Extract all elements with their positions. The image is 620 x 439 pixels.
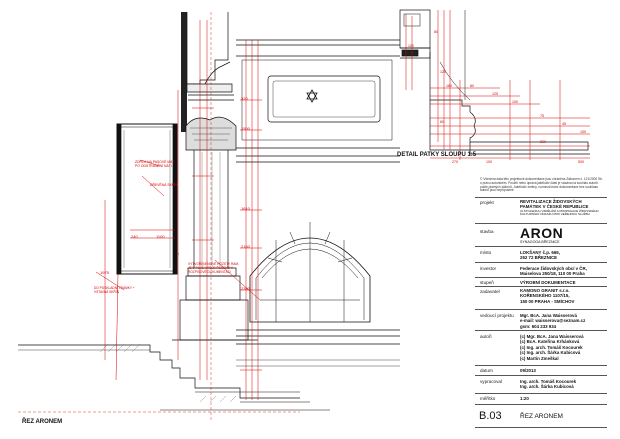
aron-logo-text: ARON <box>520 225 564 241</box>
val-misto: LOKŠANY č.p. 665, 262 72 BŘEZNICE <box>520 250 560 261</box>
floor-note: DO POSKLADNÍ TRÁMKY + VSTAVNÁ SKŘÍŇ <box>94 286 135 294</box>
key-zadavatel: zadavatel <box>480 289 500 294</box>
dim-base-2: 80 <box>470 84 474 88</box>
key-stavba: stavba <box>480 229 494 234</box>
dim-240: 240 <box>131 234 138 239</box>
val-zadavatel: KAMONO GRANIT s.r.o. KOŘENSKÉHO 1107/15,… <box>520 288 575 304</box>
val-vypracoval: Ing. arch. Tomáš Kocourek Ing. arch. Šár… <box>520 379 577 390</box>
row-stupen: stupeň VÝROBNÍ DOKUMENTACE <box>475 277 607 287</box>
row-vedouci: vedoucí projektu Mgr. BcA. Jana Waissero… <box>475 309 607 331</box>
sheet-number: B.03 <box>479 410 502 422</box>
detail-title: DETAIL PATKY SLOUPU 1:5 <box>397 152 477 158</box>
row-meritko: měřítko 1:20 <box>475 393 607 403</box>
dim-col-3: 1610 <box>241 206 250 211</box>
base-detail <box>399 9 590 155</box>
val-stavba: ARON SYNAGOGA BŘEZNICE <box>520 225 564 244</box>
dim-1975: 1975 <box>100 270 109 275</box>
dim-base-5: 75 <box>540 114 544 118</box>
key-misto: místo <box>480 250 492 255</box>
dim-base-3: 125 <box>492 92 498 96</box>
val-datum: 09/2013 <box>520 368 536 373</box>
key-projekt: projekt <box>480 200 494 205</box>
dim-top-2: 80 <box>434 30 438 34</box>
dim-bottom-2: 100 <box>486 160 492 164</box>
dim-bottom-1: 270 <box>452 160 458 164</box>
dim-bottom-3: 200 <box>540 140 546 144</box>
row-vypracoval: vypracoval Ing. arch. Tomáš Kocourek Ing… <box>475 375 607 392</box>
key-vedouci: vedoucí projektu <box>480 313 514 318</box>
dim-top-1: 100 <box>408 44 414 48</box>
val-projekt: REVITALIZACE ŽIDOVSKÝCH PAMÁTEK V ČESKÉ … <box>520 199 599 217</box>
sheet-title: ŘEZ ARONEM <box>520 413 563 420</box>
section-linework <box>18 12 400 411</box>
dim-base-6: 45 <box>562 122 566 126</box>
row-autori: autoři (c) Mgr. BcA. Jana Waisserová (c)… <box>475 330 607 364</box>
dimension-lines <box>95 20 262 400</box>
dim-col-2: 1500 <box>241 126 250 131</box>
pasta-note: ZDROJ NA PASOVÉ MAT. PO ODSTRANĚNÍ NÁTI <box>135 160 175 168</box>
rails-note: VYTVOŘENÍ NOVÉ ROZETY RAM, JE V PLNÉ VÝŠ… <box>188 262 239 274</box>
row-zadavatel: zadavatel KAMONO GRANIT s.r.o. KOŘENSKÉH… <box>475 286 607 307</box>
dim-top-3: 125 <box>440 70 446 74</box>
dim-col-1: 320 <box>241 96 248 101</box>
key-investor: investor <box>480 266 497 271</box>
dim-base-7: 100 <box>580 130 586 134</box>
row-sheet: B.03 ŘEZ ARONEM <box>475 404 607 428</box>
key-meritko: měřítko <box>480 396 496 401</box>
val-investor: Federace židovských obcí v ČR, Maiselova… <box>520 266 587 277</box>
dim-base-4: 100 <box>512 100 518 104</box>
val-autori: (c) Mgr. BcA. Jana Waisserová (c) BcA. K… <box>520 334 584 361</box>
key-vypracoval: vypracoval <box>480 379 502 384</box>
key-stupen: stupeň <box>480 280 494 285</box>
row-investor: investor Federace židovských obcí v ČR, … <box>475 262 607 278</box>
row-misto: místo LOKŠANY č.p. 665, 262 72 BŘEZNICE <box>475 246 607 263</box>
title-block: © Všechna data této projektové dokumenta… <box>475 177 607 429</box>
dim-col-4: 2160 <box>241 244 250 249</box>
dim-col-5: 2380 <box>241 286 250 291</box>
dim-1100: 1100 <box>156 234 165 239</box>
val-meritko: 1:20 <box>520 396 529 401</box>
row-projekt: projekt REVITALIZACE ŽIDOVSKÝCH PAMÁTEK … <box>475 197 607 224</box>
detail-dimensions <box>405 10 590 160</box>
val-stupen: VÝROBNÍ DOKUMENTACE <box>520 280 576 285</box>
row-stavba: stavba ARON SYNAGOGA BŘEZNICE <box>475 223 607 246</box>
section-title: ŘEZ ARONEM <box>22 419 63 425</box>
val-vedouci: Mgr. BcA. Jana Waisserová e-mail: waisse… <box>520 313 586 329</box>
wood-note: DŘEVĚNÁ SKŘÍŇ <box>150 183 178 187</box>
key-datum: datum <box>480 368 493 373</box>
row-datum: datum 09/2013 <box>475 365 607 374</box>
dim-base-1: 180 <box>446 84 452 88</box>
dim-bottom-4: 500 <box>578 160 584 164</box>
ladder-note: VSTAVNÁ SKŘÍŇ NA NOHÁCH PŘI PŮLOVÉM PŘEC… <box>178 252 179 256</box>
key-autori: autoři <box>480 334 492 339</box>
dim-base-8: 60 <box>440 120 444 124</box>
copyright-note: © Všechna data této projektové dokumenta… <box>480 177 603 193</box>
